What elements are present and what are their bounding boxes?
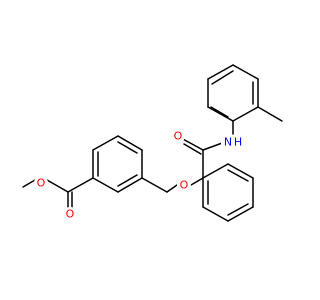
bond	[227, 206, 254, 222]
bond	[141, 177, 168, 193]
atom-h-symbol: H	[234, 136, 242, 149]
atom-label-nh: N H	[221, 135, 245, 149]
bond	[190, 177, 204, 186]
bond	[232, 106, 259, 122]
atom-o-symbol: O	[37, 177, 46, 190]
bond	[257, 106, 283, 122]
atom-labels: O O O O N H	[34, 129, 245, 221]
bond	[183, 143, 202, 155]
bond	[117, 141, 138, 154]
bond	[211, 70, 234, 85]
bond	[166, 184, 178, 193]
bond	[232, 64, 259, 80]
bonds	[22, 64, 283, 222]
bond	[207, 106, 234, 122]
atom-o-symbol: O	[174, 130, 183, 143]
atom-o-symbol: O	[66, 208, 75, 221]
atom-label-o-ether: O	[177, 178, 191, 192]
atom-n-symbol: N	[224, 136, 232, 149]
atom-label-o-methoxy: O	[34, 176, 48, 190]
bond	[67, 177, 94, 193]
bond	[207, 64, 234, 80]
atom-label-o-amide: O	[171, 129, 185, 143]
atom-o-symbol: O	[180, 179, 189, 192]
bond	[227, 203, 249, 216]
bond	[46, 179, 69, 193]
bond	[92, 177, 119, 193]
bond	[92, 135, 119, 151]
bond	[117, 174, 138, 187]
bond	[202, 163, 229, 179]
atom-label-o-carbonyl-ester: O	[63, 207, 77, 221]
bond	[210, 106, 229, 118]
bond	[22, 179, 36, 188]
bond	[227, 163, 254, 179]
molecule-diagram: O O O O N H	[22, 64, 283, 222]
bond	[180, 137, 204, 151]
bond	[117, 135, 143, 151]
bond	[117, 177, 143, 193]
bond	[202, 206, 229, 222]
bond	[227, 169, 249, 182]
